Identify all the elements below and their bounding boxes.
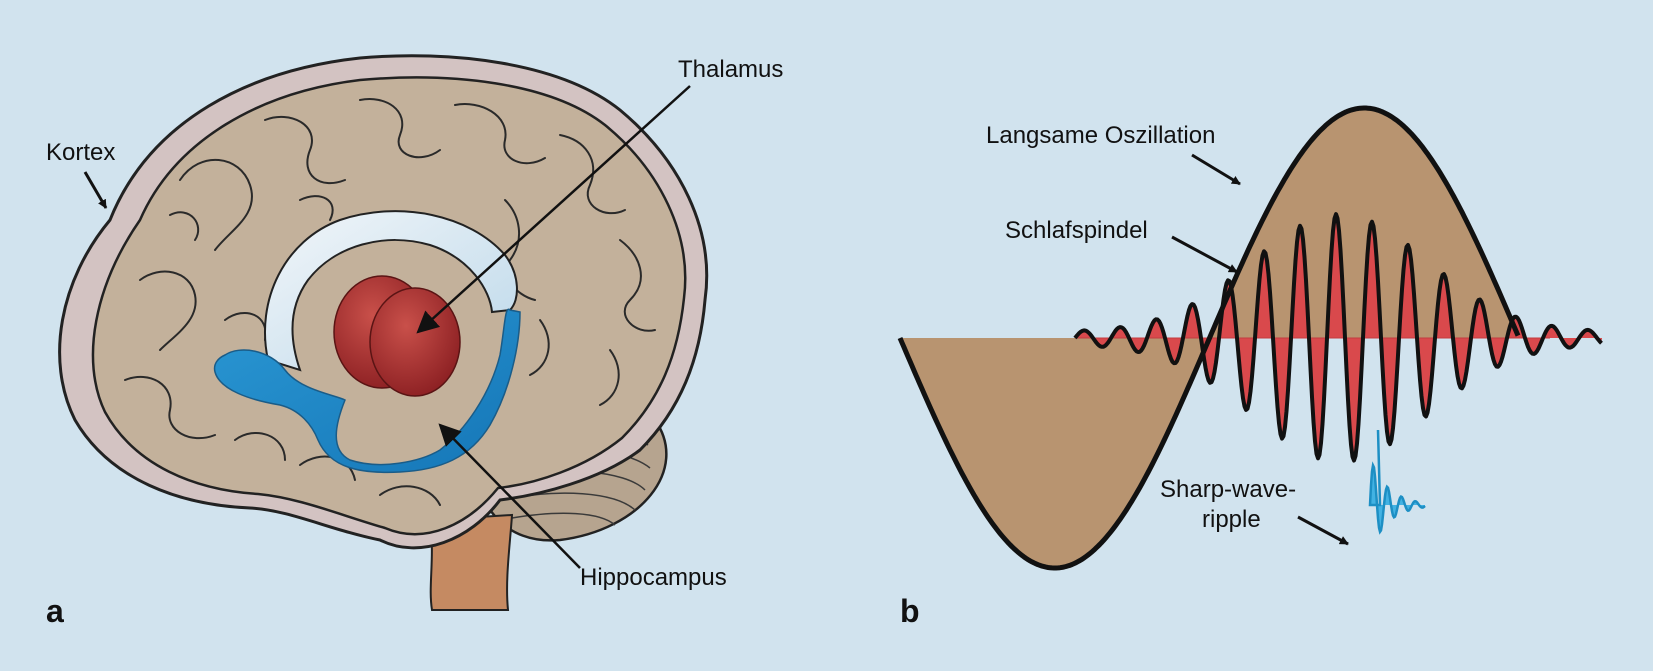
panel-a: Kortex Thalamus Hippocampus a [46,54,783,629]
spindle-arrow [1171,235,1238,274]
slow-oscillation-label: Langsame Oszillation [986,122,1215,149]
panel-a-letter: a [46,593,64,629]
ripple-arrow [1297,515,1349,546]
brain-icon [58,54,709,611]
kortex-label: Kortex [46,139,115,166]
thalamus-arrow [416,85,691,334]
hippocampus-shape [213,308,521,474]
slow-oscillation-line [897,105,1521,571]
hippocampus-label: Hippocampus [580,564,727,591]
thalamus-label: Thalamus [678,56,783,83]
spindle-label: Schlafspindel [1005,217,1148,244]
spindle-line [1073,212,1603,463]
ripple-label-line1: Sharp-wave- [1160,476,1296,503]
panel-b: Langsame Oszillation Schlafspindel Sharp… [897,105,1603,629]
waveform-icon [897,105,1603,571]
ripple-label-line2: ripple [1202,506,1261,533]
kortex-arrow [83,171,108,209]
ripple-line [1368,429,1426,535]
panel-b-letter: b [900,593,920,629]
spindle-fill [1075,214,1602,461]
slow-oscillation-arrow [1191,153,1241,186]
hippocampus-arrow [438,423,581,569]
